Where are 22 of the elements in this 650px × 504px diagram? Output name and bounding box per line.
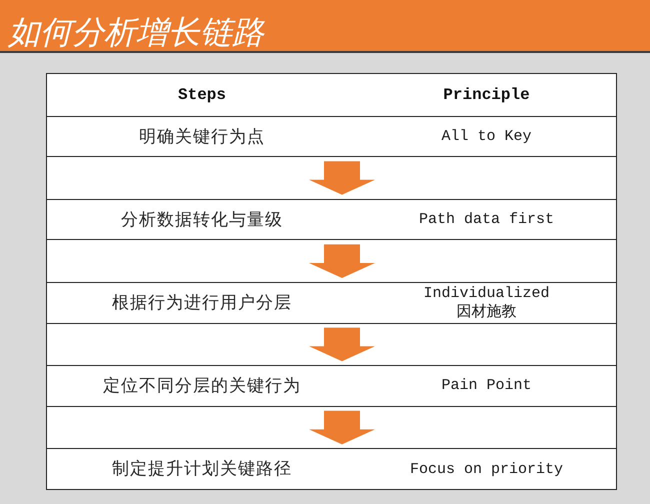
table-row [47, 365, 616, 407]
table-row [47, 198, 616, 240]
step-text: 分析数据转化与量级 [121, 208, 283, 231]
column-header: Steps [178, 84, 226, 106]
block-arrow [309, 161, 375, 195]
principle-text: Focus on priority [410, 460, 564, 479]
table-row [47, 448, 616, 490]
step-text: 制定提升计划关键路径 [112, 458, 292, 480]
title: 如何分析增长链路 [8, 14, 264, 50]
step-text: 明确关键行为点 [139, 126, 265, 148]
block-arrow [309, 328, 375, 362]
table-row [47, 116, 616, 158]
table-row [47, 282, 616, 324]
principle-text: Pain Point [441, 376, 532, 396]
step-text: 根据行为进行用户分层 [112, 292, 292, 314]
step-text: 定位不同分层的关键行为 [103, 375, 301, 398]
block-arrow [309, 410, 375, 444]
column-header: Principle [443, 84, 530, 106]
principle-text: Path data first [418, 210, 554, 230]
block-arrow [309, 244, 375, 278]
principle-text: All to Key [441, 126, 532, 146]
principle-text: Individualized 因材施教 [422, 284, 551, 322]
